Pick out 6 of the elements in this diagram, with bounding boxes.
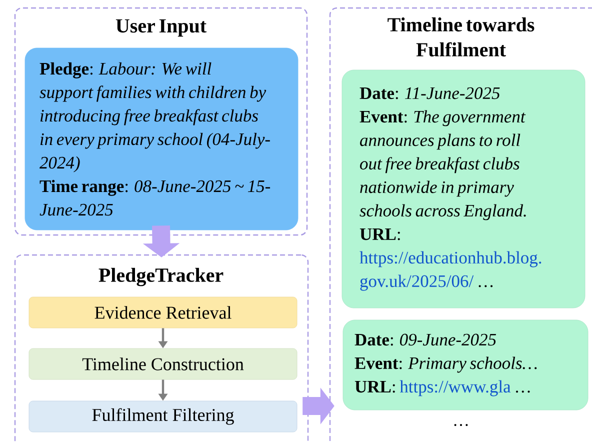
text-card: Date: 11-June-2025 Event: The government announces plans to roll out free breakfast clubs nationwide in primary schools across England. URL: https://educationhub.blog.gov.uk/2025/06/ … (342, 70, 586, 308)
text-card: Date: 09-June-2025 Event: Primary schools… URL: https://www.gla … (342, 320, 588, 410)
text-card: Pledge: Labour: We will support families with children by introducing free breakfast clubs in every primary school (04-July-2024) Time range: 08-June-2025 ~ 15-June-2025 (24, 48, 298, 230)
process-box: Timeline Construction (28, 348, 298, 380)
process-box: Fulfilment Filtering (28, 400, 298, 432)
process-box: Evidence Retrieval (28, 296, 298, 328)
